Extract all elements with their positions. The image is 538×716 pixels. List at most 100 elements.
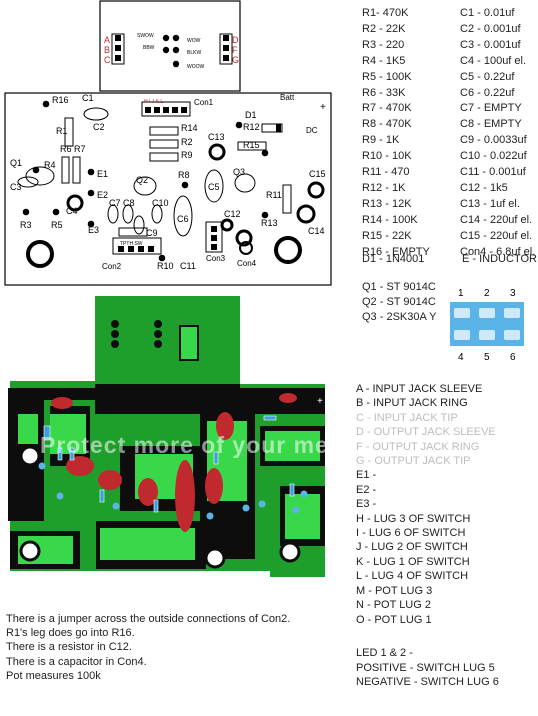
pad bbox=[162, 46, 170, 54]
copper-island bbox=[100, 528, 195, 560]
pad bbox=[162, 34, 170, 42]
resistor-body bbox=[282, 184, 292, 214]
red-component bbox=[279, 393, 297, 403]
con3-pin bbox=[211, 244, 217, 250]
connection-entry: E3 - bbox=[356, 498, 377, 511]
component-label-r3: R3 bbox=[20, 220, 32, 230]
blue-pad bbox=[38, 462, 46, 470]
component-label-r2: R2 bbox=[181, 137, 193, 147]
sw-label: BLKW bbox=[187, 50, 201, 56]
tab-pad bbox=[111, 330, 119, 338]
pad bbox=[235, 121, 243, 129]
capacitor-body bbox=[204, 169, 224, 203]
component-label-q1: Q1 bbox=[10, 158, 22, 168]
blue-pad bbox=[258, 500, 266, 508]
mounting-hole bbox=[26, 240, 54, 268]
pad bbox=[261, 149, 269, 157]
component-label-e1: E1 bbox=[97, 169, 108, 179]
connection-entry: G - OUTPUT JACK TIP bbox=[356, 455, 471, 468]
copper-island bbox=[265, 431, 320, 461]
connection-entry: B - INPUT JACK RING bbox=[356, 397, 468, 410]
note-line: Pot measures 100k bbox=[6, 669, 101, 682]
switch-pin-4: 4 bbox=[458, 352, 464, 363]
led-notes: LED 1 & 2 - POSITIVE - SWITCH LUG 5 NEGA… bbox=[356, 646, 499, 690]
copper-island bbox=[285, 494, 320, 539]
red-component bbox=[66, 456, 94, 476]
capacitor-entry: C15 - 220uf el. bbox=[460, 229, 533, 242]
tab-pad bbox=[154, 320, 162, 328]
capacitor-body bbox=[133, 215, 145, 235]
note-line: R1's leg does go into R16. bbox=[6, 627, 135, 640]
component-label-d1: D1 bbox=[245, 110, 257, 120]
con3-header bbox=[205, 221, 223, 253]
note-line: There is a capacitor in Con4. bbox=[6, 655, 147, 668]
switch-lug bbox=[454, 330, 470, 340]
capacitor-entry: C10 - 0.022uf bbox=[460, 150, 527, 163]
connector-letter: A bbox=[104, 35, 110, 45]
connector-letter: F bbox=[232, 45, 238, 55]
resistor-body bbox=[64, 117, 74, 147]
switch-pin-2: 2 bbox=[484, 288, 490, 299]
mounting-hole bbox=[279, 541, 301, 563]
capacitor-body bbox=[17, 176, 39, 188]
tab-pad bbox=[111, 320, 119, 328]
con3-pin bbox=[211, 235, 217, 241]
electrolytic-capacitor bbox=[66, 194, 84, 212]
plus-sign: + bbox=[317, 396, 323, 407]
output-connector bbox=[219, 33, 233, 65]
con1-pin bbox=[154, 107, 160, 113]
capacitor-entry: C6 - 0.22uf bbox=[460, 86, 515, 99]
switch-lug bbox=[454, 308, 470, 318]
diode-body bbox=[261, 123, 283, 133]
connection-entry: L - LUG 4 OF SWITCH bbox=[356, 570, 469, 583]
note-line: There is a jumper across the outside con… bbox=[6, 613, 291, 625]
resistor-body bbox=[61, 156, 70, 184]
electrolytic-capacitor bbox=[235, 229, 253, 247]
capacitor-entry: C8 - EMPTY bbox=[460, 118, 522, 131]
capacitor-entry: C11 - 0.001uf bbox=[460, 166, 526, 179]
resistor-entry: R7 - 470K bbox=[362, 102, 412, 115]
connection-entry: O - POT LUG 1 bbox=[356, 613, 432, 626]
connector-pin bbox=[223, 35, 229, 41]
component-label-c13: C13 bbox=[208, 132, 225, 142]
pad bbox=[172, 60, 180, 68]
connection-entry: C - INPUT JACK TIP bbox=[356, 411, 458, 424]
component-label-con1: Con1 bbox=[194, 98, 214, 107]
connector-pin bbox=[115, 35, 121, 41]
blue-component bbox=[153, 499, 159, 513]
component-label-dc: DC bbox=[306, 126, 318, 135]
resistor-body bbox=[118, 227, 148, 237]
resistor-entry: R11 - 470 bbox=[362, 166, 410, 179]
blue-component bbox=[57, 447, 63, 461]
pad bbox=[172, 46, 180, 54]
connection-entry: F - OUTPUT JACK RING bbox=[356, 440, 480, 453]
connector-letter: G bbox=[232, 55, 239, 65]
connection-entry: H - LUG 3 OF SWITCH bbox=[356, 512, 471, 525]
copper-fill bbox=[95, 384, 240, 414]
pad bbox=[22, 208, 30, 216]
red-component bbox=[98, 470, 122, 490]
capacitor-entry: C3 - 0.001uf bbox=[460, 38, 521, 51]
resistor-entry: R15 - 22K bbox=[362, 229, 412, 242]
component-label-con3: Con3 bbox=[206, 254, 226, 263]
connection-entry: N - POT LUG 2 bbox=[356, 599, 431, 612]
component-label-c12: C12 bbox=[224, 209, 241, 219]
component-label-c3: C3 bbox=[10, 182, 22, 192]
pad bbox=[87, 189, 95, 197]
mounting-hole bbox=[19, 445, 41, 467]
pad bbox=[172, 34, 180, 42]
component-label-con2: Con2 bbox=[102, 262, 122, 271]
transistor-q1: Q1 - ST 9014C bbox=[362, 281, 436, 293]
notes: There is a jumper across the outside con… bbox=[6, 612, 290, 683]
resistor-entry: R3 - 220 bbox=[362, 38, 405, 51]
component-label-c2: C2 bbox=[93, 122, 105, 132]
resistor-entry: R2 - 22K bbox=[362, 22, 406, 35]
component-label-r15: R15 bbox=[243, 140, 260, 150]
blue-pad bbox=[300, 490, 308, 498]
resistor-body bbox=[149, 152, 179, 162]
red-component bbox=[175, 460, 195, 532]
sw-label: BBW bbox=[143, 45, 155, 51]
connector-pin bbox=[223, 55, 229, 61]
component-label-r4: R4 bbox=[44, 160, 56, 170]
